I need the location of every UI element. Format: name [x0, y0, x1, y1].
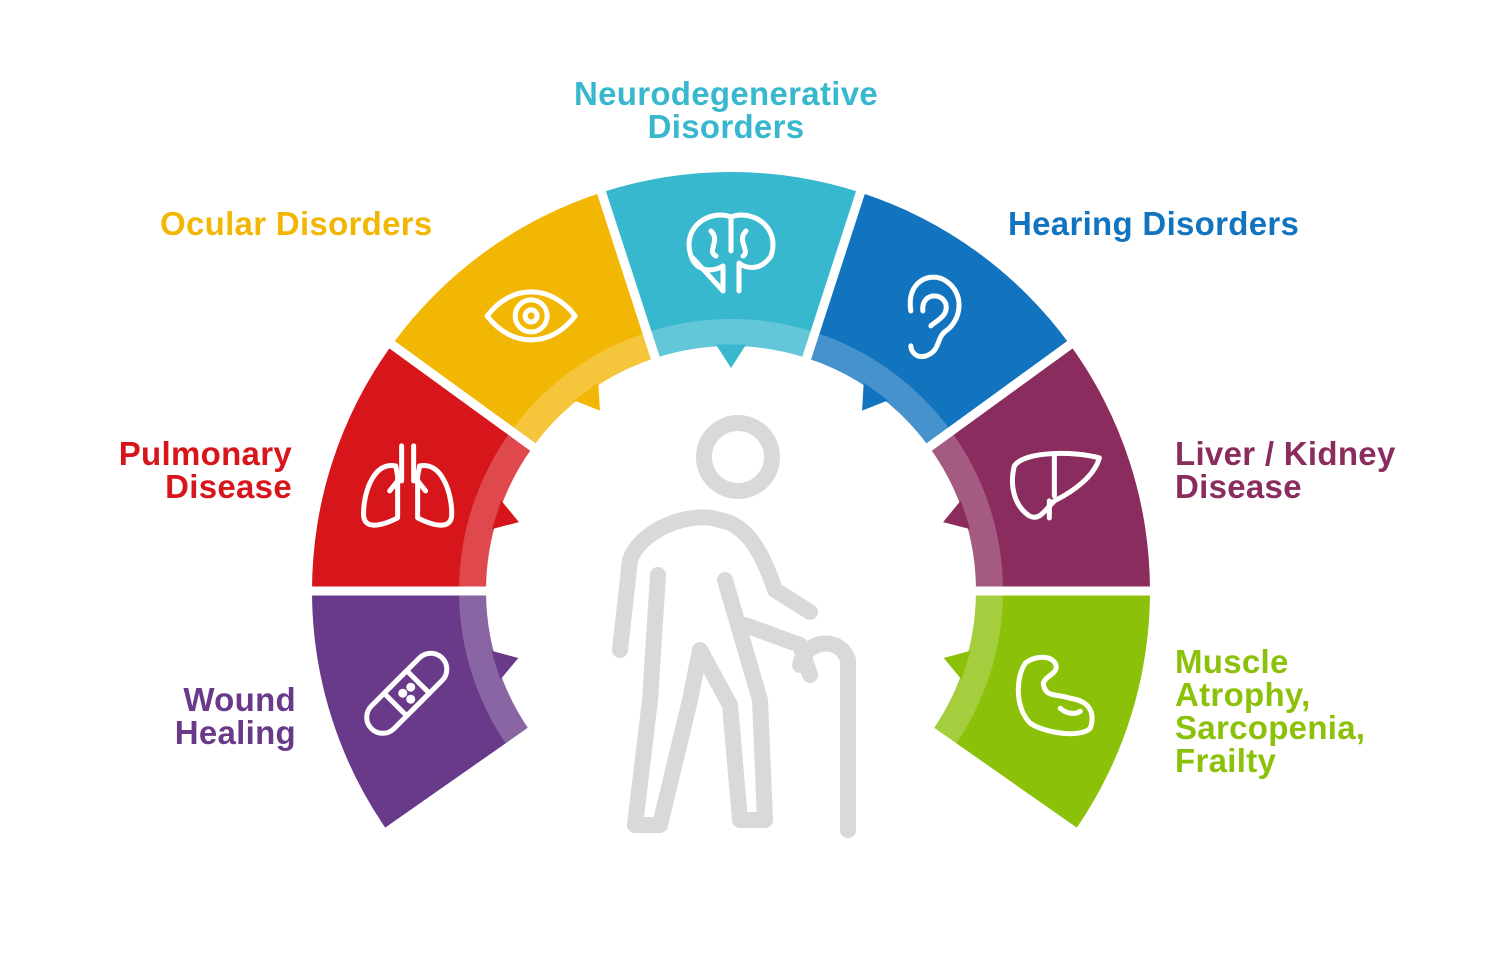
label-ocular: Ocular Disorders	[160, 207, 433, 240]
label-line: Healing	[174, 714, 296, 751]
segment-inner-band	[646, 319, 816, 358]
brain-icon	[686, 212, 776, 294]
label-line: Hearing Disorders	[1008, 205, 1300, 242]
label-neuro: Neurodegenerative Disorders	[526, 77, 926, 143]
segment-muscle	[931, 591, 1150, 832]
label-line: Disorders	[647, 108, 805, 145]
label-line: Sarcopenia,	[1175, 709, 1366, 746]
label-line: Pulmonary	[118, 435, 292, 472]
segment-hearing	[806, 192, 1070, 447]
segment-inner-band	[459, 591, 531, 748]
segment-neuro	[601, 171, 861, 368]
segment-divider	[904, 710, 1081, 838]
segment-inner-band	[459, 431, 533, 591]
eye-icon	[484, 289, 578, 343]
elderly-person-with-cane-icon	[612, 415, 856, 838]
muscle-icon	[1015, 654, 1095, 737]
label-pulmonary: Pulmonary Disease	[40, 437, 292, 503]
label-liver: Liver / Kidney Disease	[1175, 437, 1396, 503]
segment-divider	[595, 186, 669, 388]
segment-inner-band	[510, 332, 656, 447]
lungs-icon	[361, 443, 455, 528]
segment-pulmonary	[312, 344, 533, 591]
segment-arc	[931, 591, 1150, 832]
label-line: Disease	[165, 468, 292, 505]
label-line: Liver / Kidney	[1175, 435, 1396, 472]
label-line: Ocular Disorders	[160, 205, 433, 242]
pointer-notch	[491, 500, 519, 530]
label-line: Disease	[1175, 468, 1302, 505]
segment-divider	[793, 186, 867, 388]
pointer-notch	[862, 382, 889, 411]
segment-arc	[312, 591, 531, 832]
label-line: Muscle	[1175, 643, 1289, 680]
segment-arc	[929, 344, 1150, 591]
segment-arc	[601, 171, 861, 358]
segment-divider	[902, 338, 1077, 469]
segment-inner-band	[931, 591, 1003, 748]
label-muscle: Muscle Atrophy, Sarcopenia, Frailty	[1175, 645, 1365, 777]
pointer-notch	[573, 382, 600, 411]
label-line: Frailty	[1175, 742, 1277, 779]
pointer-notch	[943, 650, 971, 680]
label-wound: Wound Healing	[60, 683, 296, 749]
segment-liver	[929, 344, 1150, 591]
pointer-notch	[943, 500, 971, 530]
segment-inner-band	[929, 431, 1003, 591]
segment-inner-band	[806, 332, 952, 447]
segment-ocular	[392, 192, 656, 447]
segment-divider	[381, 710, 558, 838]
ear-icon	[907, 274, 962, 360]
label-line: Wound	[183, 681, 296, 718]
pointer-notch	[491, 650, 519, 680]
label-line: Neurodegenerative	[573, 75, 879, 112]
liver-icon	[1009, 450, 1102, 521]
segment-wound	[312, 591, 531, 832]
pointer-notch	[715, 344, 747, 368]
label-line: Atrophy,	[1175, 676, 1311, 713]
bandage-icon	[364, 650, 450, 736]
label-hearing: Hearing Disorders	[1008, 207, 1299, 240]
segment-divider	[385, 338, 560, 469]
